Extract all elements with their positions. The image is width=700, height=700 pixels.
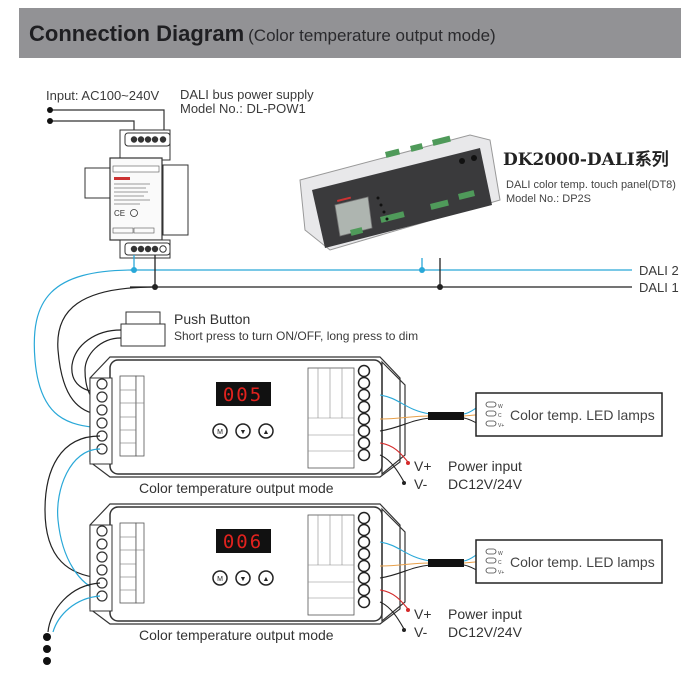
controller-1: 005 (89, 356, 406, 478)
touch-panel-device (299, 134, 501, 251)
display-readout: 005 (223, 384, 263, 406)
mode-button[interactable]: M (217, 576, 223, 583)
junction-dot (419, 267, 425, 273)
down-button[interactable]: ▼ (240, 429, 247, 436)
controller-2: 006 M ▼ ▲ (89, 503, 663, 632)
cable-sleeve (428, 412, 464, 420)
power-minus-label: V- (414, 624, 428, 640)
ac-terminal-n (47, 118, 53, 124)
lamp-label: Color temp. LED lamps (510, 407, 655, 423)
title-main: Connection Diagram (29, 21, 245, 46)
push-button-title: Push Button (174, 311, 251, 327)
mode-button[interactable]: M (217, 429, 223, 436)
power-supply-name: DALI bus power supply (180, 87, 314, 102)
lamp-wire-w: W (498, 551, 503, 557)
down-button[interactable]: ▼ (240, 576, 247, 583)
power-input-title: Power input (448, 606, 522, 622)
lamp-box (475, 392, 663, 437)
svg-text:CE: CE (114, 209, 125, 218)
junction-dot (437, 284, 443, 290)
panel-series-title: DK2000-DALI系列 (503, 150, 669, 170)
push-button-device (120, 311, 166, 347)
up-button[interactable]: ▲ (263, 576, 270, 583)
power-plus-label: V+ (414, 606, 432, 622)
power-minus-label: V- (414, 476, 428, 492)
header-bar: Connection Diagram(Color temperature out… (19, 8, 681, 58)
lamp-wire-w: W (498, 404, 503, 410)
power-input-value: DC12V/24V (448, 476, 522, 492)
ac-input-label: Input: AC100~240V (46, 88, 160, 103)
lamp-wire-vplus: V+ (498, 570, 505, 576)
controller-caption: Color temperature output mode (139, 480, 334, 496)
dali2-label: DALI 2 (639, 263, 679, 278)
display-readout: 006 (223, 531, 263, 553)
push-button-description: Short press to turn ON/OFF, long press t… (174, 329, 419, 343)
touch-panel-name: DALI color temp. touch panel(DT8) (506, 179, 676, 191)
lamp-label: Color temp. LED lamps (510, 554, 655, 570)
power-supply-device: CE (84, 129, 189, 259)
up-button[interactable]: ▲ (263, 429, 270, 436)
power-plus-label: V+ (414, 458, 432, 474)
lamp-wire-c: C (498, 413, 502, 419)
power-input-value: DC12V/24V (448, 624, 522, 640)
lamp-wire-vplus: V+ (498, 423, 505, 429)
continuation-dots (43, 633, 51, 665)
lamp-wire-c: C (498, 560, 502, 566)
power-input-title: Power input (448, 458, 522, 474)
power-supply-model: Model No.: DL-POW1 (180, 101, 306, 116)
title-subtitle: (Color temperature output mode) (248, 26, 496, 45)
page-title: Connection Diagram(Color temperature out… (29, 21, 496, 47)
touch-panel-model: Model No.: DP2S (506, 193, 591, 205)
ac-terminal-l (47, 107, 53, 113)
controller-caption: Color temperature output mode (139, 627, 334, 643)
dali1-label: DALI 1 (639, 280, 679, 295)
